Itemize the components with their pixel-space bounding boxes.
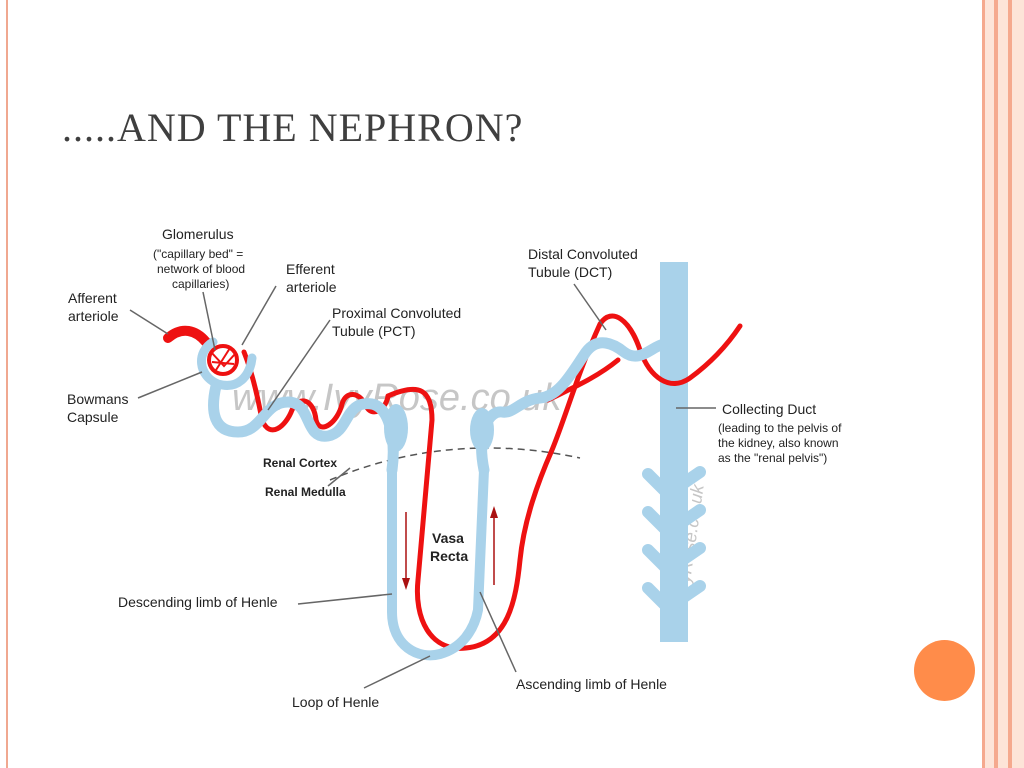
ascending-flow-arrow	[490, 506, 498, 585]
decorative-orange-circle	[914, 640, 975, 701]
label-collecting-duct: Collecting Duct	[722, 401, 816, 417]
label-collecting-note-1: (leading to the pelvis of	[718, 421, 842, 435]
dct-bulge	[470, 408, 494, 452]
collecting-duct	[648, 262, 700, 642]
pct-bulge	[384, 404, 408, 452]
label-efferent-2: arteriole	[286, 279, 337, 295]
label-pct-1: Proximal Convoluted	[332, 305, 461, 321]
label-pct-2: Tubule (PCT)	[332, 323, 416, 339]
glomerulus-capillaries	[209, 346, 237, 374]
label-recta: Recta	[430, 548, 468, 564]
label-collecting-note-3: as the "renal pelvis")	[718, 451, 827, 465]
label-glomerulus: Glomerulus	[162, 226, 234, 242]
label-bowmans-2: Capsule	[67, 409, 119, 425]
label-glomerulus-note-1: ("capillary bed" =	[153, 247, 243, 261]
label-descending-limb: Descending limb of Henle	[118, 594, 278, 610]
label-efferent-1: Efferent	[286, 261, 335, 277]
label-vasa: Vasa	[432, 530, 464, 546]
label-collecting-note-2: the kidney, also known	[718, 436, 839, 450]
label-afferent-2: arteriole	[68, 308, 119, 324]
label-dct-2: Tubule (DCT)	[528, 264, 612, 280]
descending-flow-arrow	[402, 512, 410, 590]
label-renal-medulla: Renal Medulla	[265, 485, 346, 499]
label-renal-cortex: Renal Cortex	[263, 456, 337, 470]
label-afferent-1: Afferent	[68, 290, 117, 306]
label-loop-of-henle: Loop of Henle	[292, 694, 379, 710]
label-glomerulus-note-2: network of blood	[157, 262, 245, 276]
label-bowmans-1: Bowmans	[67, 391, 128, 407]
label-glomerulus-note-3: capillaries)	[172, 277, 229, 291]
label-dct-1: Distal Convoluted	[528, 246, 638, 262]
label-ascending-limb: Ascending limb of Henle	[516, 676, 667, 692]
